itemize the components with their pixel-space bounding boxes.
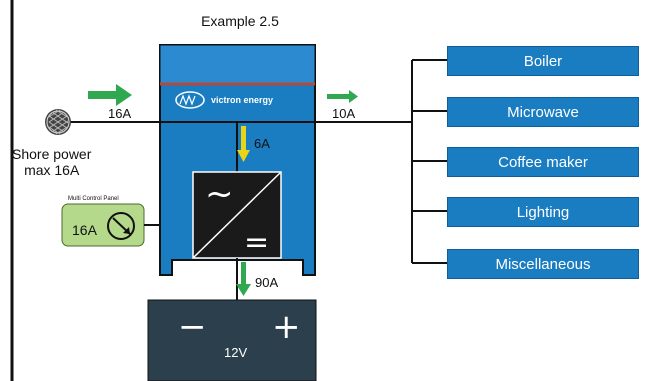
shore-power-label: Shore power max 16A xyxy=(12,146,91,178)
multi-control-panel xyxy=(61,203,160,247)
battery-current-arrow-icon xyxy=(236,262,251,296)
load-microwave: Microwave xyxy=(447,97,639,127)
load-miscellaneous: Miscellaneous xyxy=(447,249,639,279)
diagram-title: Example 2.5 xyxy=(201,13,279,29)
ac-symbol-icon: ~ xyxy=(205,174,234,214)
control-panel-title: Multi Control Panel xyxy=(68,196,119,202)
battery-voltage-label: 12V xyxy=(224,345,248,360)
battery: − + xyxy=(147,299,317,381)
output-current-label: 10A xyxy=(332,106,356,121)
brand-name: victron energy xyxy=(211,95,274,105)
battery-current-label: 90A xyxy=(255,275,279,290)
control-panel-setting: 16A xyxy=(72,222,97,238)
battery-plus-icon: + xyxy=(272,307,301,347)
load-distribution-bus xyxy=(411,59,447,264)
inverter-charger-box: ~ = xyxy=(192,171,282,260)
victron-logo-icon xyxy=(175,91,205,109)
input-current-arrow-icon xyxy=(88,84,132,106)
shore-power-plug-icon xyxy=(45,109,71,135)
charger-current-label: 6A xyxy=(254,136,270,151)
dc-symbol-icon: = xyxy=(244,225,269,260)
dial-icon xyxy=(107,212,135,240)
shore-power-line2: max 16A xyxy=(24,162,80,178)
shore-power-line1: Shore power xyxy=(12,146,92,162)
load-boiler: Boiler xyxy=(447,46,639,76)
charger-current-arrow-icon xyxy=(237,126,250,162)
load-lighting: Lighting xyxy=(447,197,639,227)
input-current-label: 16A xyxy=(108,106,132,121)
load-coffee-maker: Coffee maker xyxy=(447,147,639,177)
battery-minus-icon: − xyxy=(178,307,207,347)
output-current-arrow-icon xyxy=(327,90,358,103)
